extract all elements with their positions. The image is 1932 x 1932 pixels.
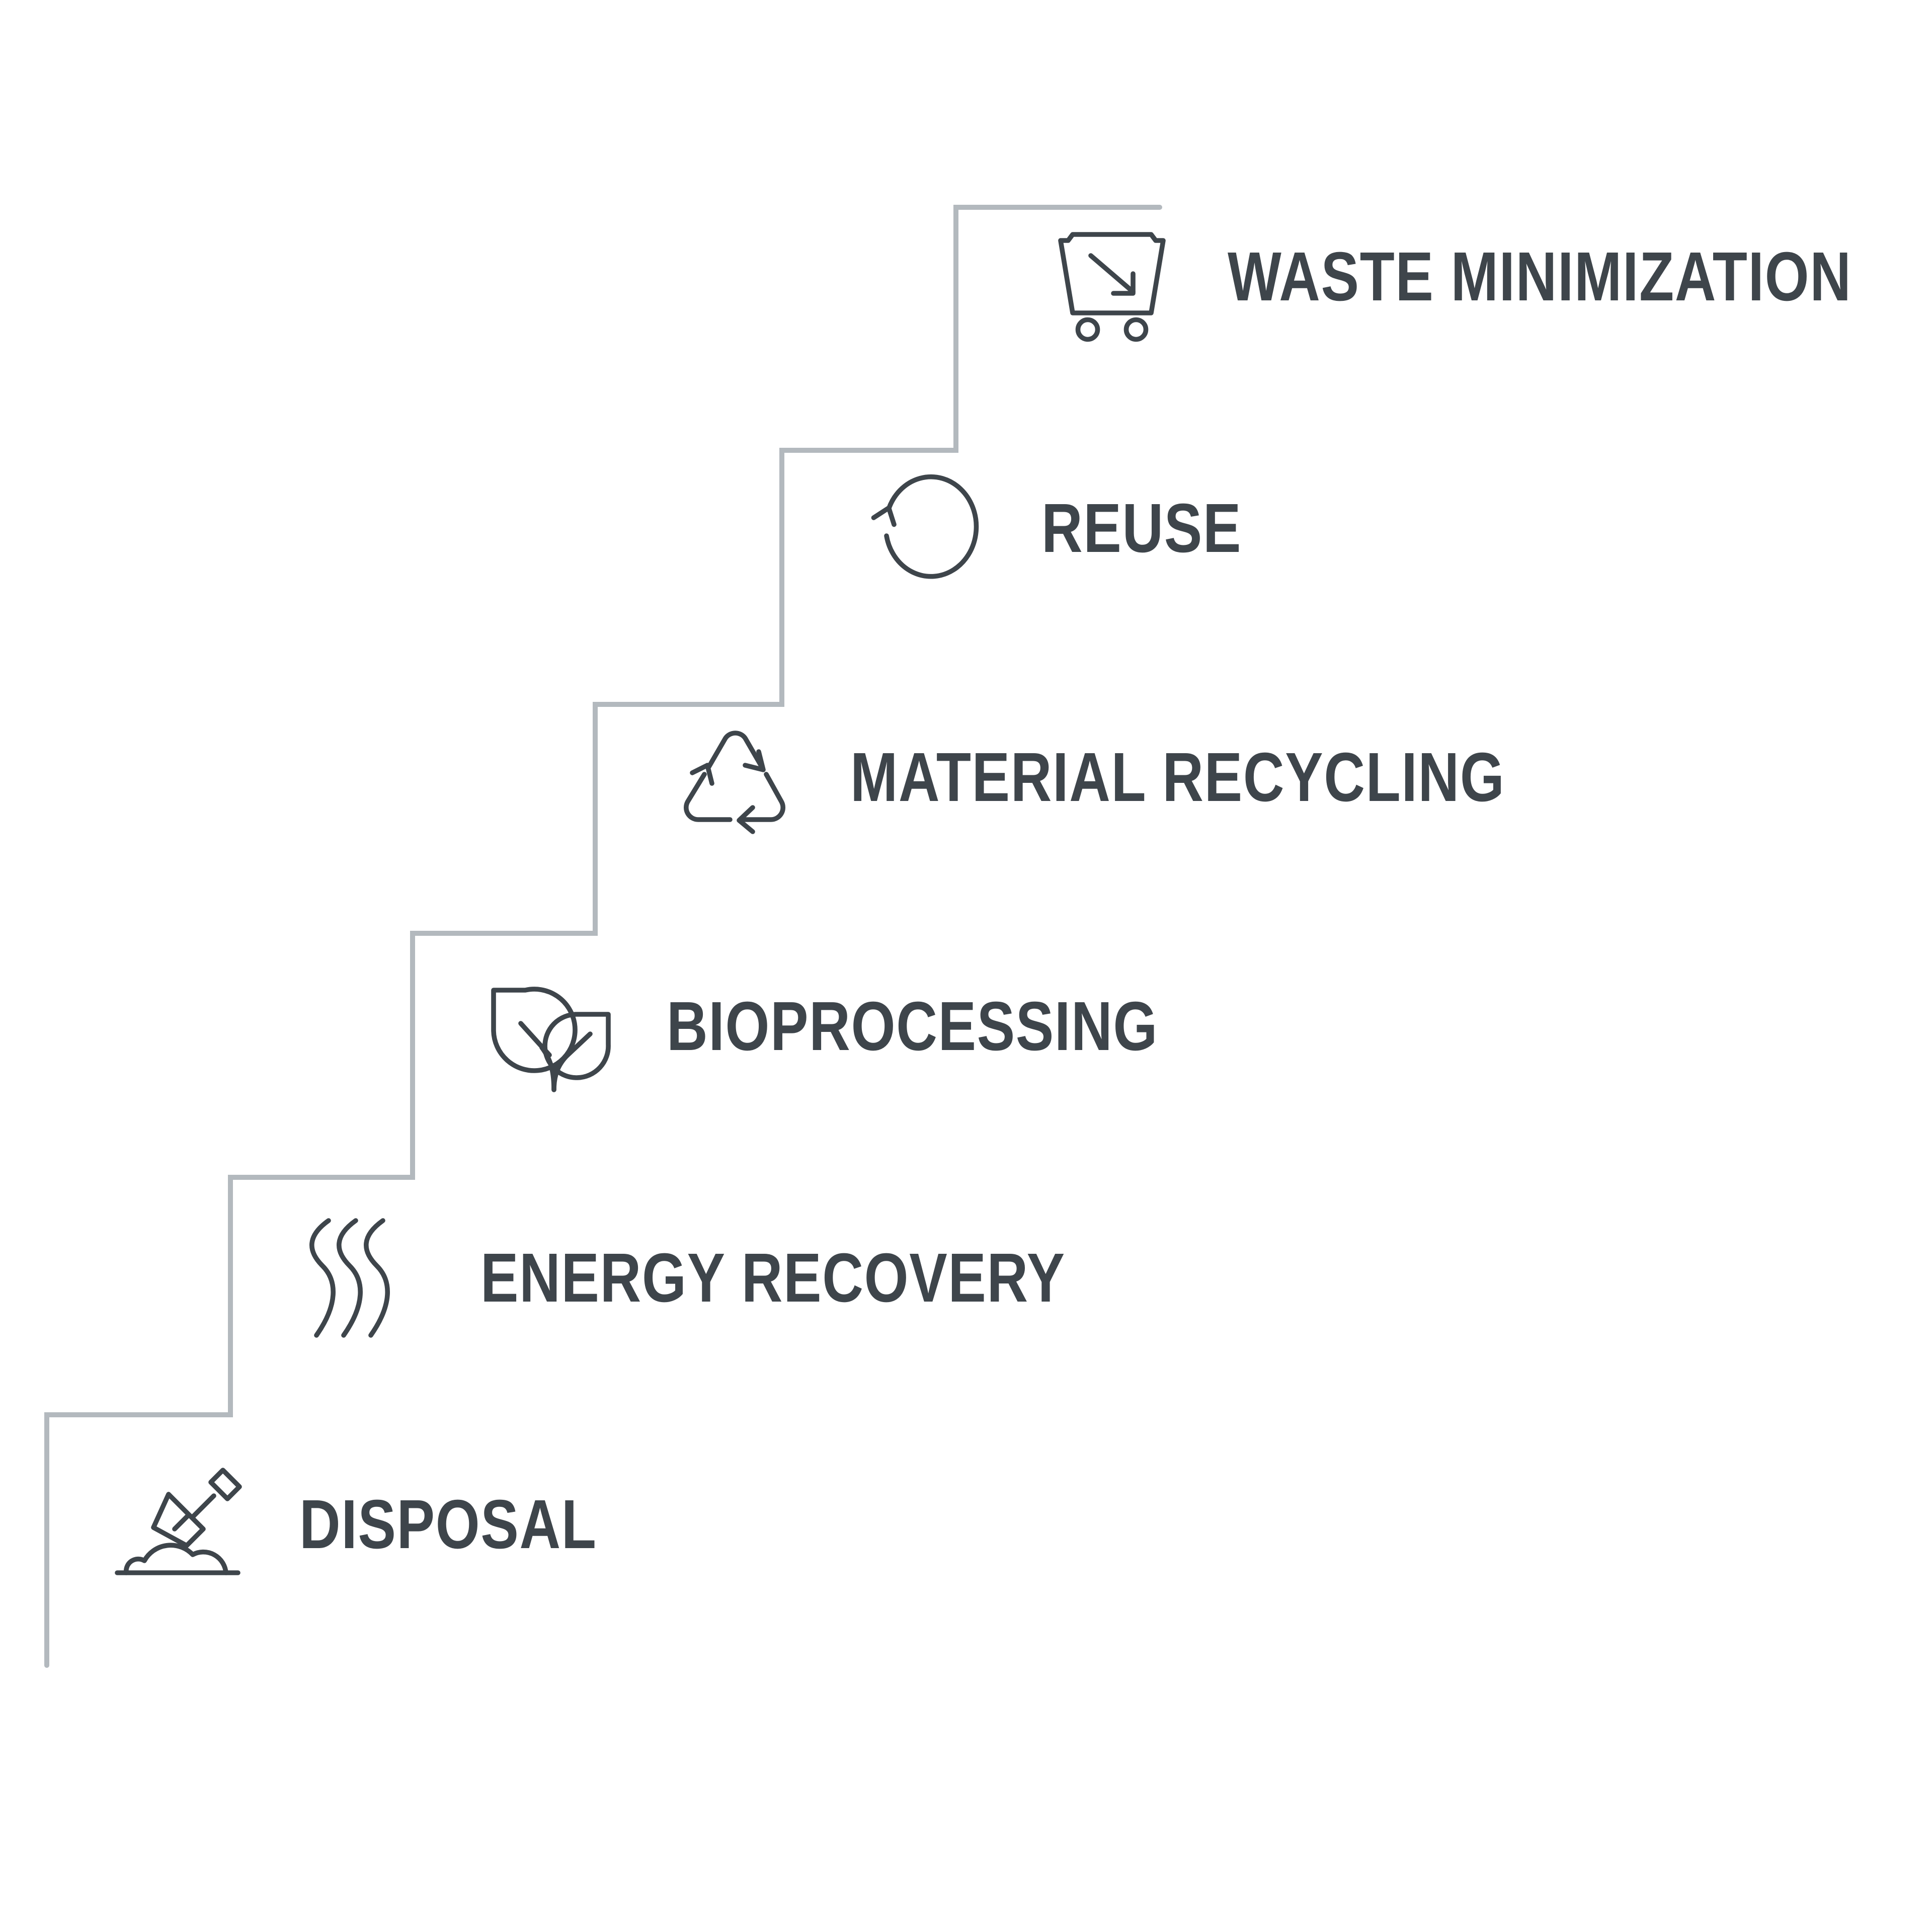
- hierarchy-step-waste-minimization[interactable]: WASTE MINIMIZATION: [1036, 201, 1932, 352]
- hierarchy-step-reuse[interactable]: REUSE: [850, 453, 1285, 604]
- heat-wave-lines-icon: [309, 1218, 390, 1338]
- two-leaf-plant-icon: [491, 987, 611, 1092]
- shovel-in-waste-pile-icon: [115, 1468, 242, 1575]
- hierarchy-step-bioprocessing[interactable]: BIOPROCESSING: [475, 951, 1266, 1102]
- hierarchy-step-label: BIOPROCESSING: [667, 988, 1159, 1065]
- circular-arrow-loop-icon: [871, 474, 979, 579]
- hierarchy-step-material-recycling[interactable]: MATERIAL RECYCLING: [659, 702, 1649, 853]
- hierarchy-step-label: DISPOSAL: [299, 1486, 597, 1563]
- hierarchy-step-label: WASTE MINIMIZATION: [1228, 238, 1852, 315]
- recycling-triangle-icon: [684, 731, 785, 834]
- hierarchy-step-label: MATERIAL RECYCLING: [850, 739, 1505, 816]
- hierarchy-step-label: ENERGY RECOVERY: [480, 1239, 1066, 1317]
- hierarchy-step-disposal[interactable]: DISPOSAL: [108, 1449, 662, 1600]
- hierarchy-step-energy-recovery[interactable]: ENERGY RECOVERY: [289, 1202, 1194, 1353]
- hierarchy-step-label: REUSE: [1041, 490, 1242, 567]
- waste-cart-down-arrow-icon: [1058, 232, 1166, 342]
- staircase-polyline: [44, 205, 1162, 1668]
